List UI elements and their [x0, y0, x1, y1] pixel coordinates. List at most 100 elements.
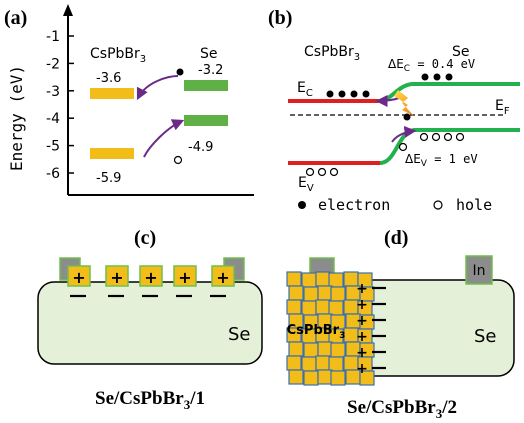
panel-a-label: (a) — [4, 7, 27, 29]
hole — [431, 132, 441, 142]
plus-sign: + — [356, 345, 368, 361]
electrode-d-right — [465, 255, 493, 285]
crystal-cell — [288, 285, 304, 301]
se-cb-value: -3.2 — [198, 63, 223, 78]
electron — [433, 73, 441, 81]
hole — [443, 132, 453, 142]
electron — [445, 73, 453, 81]
plus-sign: + — [356, 313, 368, 329]
crystal-grid-d — [286, 271, 375, 386]
hole-flow-arrow — [391, 125, 417, 143]
y-tick-label: -2 — [46, 56, 60, 72]
crystal-cell — [317, 341, 333, 357]
plus-sign: + — [110, 268, 123, 287]
y-axis-arrow-icon — [63, 4, 73, 16]
crystal-cell — [286, 299, 302, 315]
y-tick-label: -5 — [46, 139, 60, 155]
caption-c: Se/CsPbBr3/1 — [95, 388, 205, 412]
crystal-label-d: CsPbBr3 — [287, 323, 346, 341]
hole — [398, 142, 408, 152]
crystal-cell — [328, 356, 344, 372]
plus-sign: + — [216, 268, 229, 287]
electron-transfer-arrow — [136, 75, 179, 101]
hole-transfer-arrow — [143, 119, 185, 158]
crystal-cell — [328, 300, 344, 316]
plus-sign: + — [356, 297, 368, 313]
cspbbr3-vb-band — [90, 148, 134, 159]
crystal-cell — [288, 341, 304, 357]
legend-electron-icon — [298, 201, 306, 209]
panel-d-label: (d) — [384, 227, 408, 249]
crystal-cell — [359, 370, 375, 386]
crystal-cell — [303, 342, 319, 358]
crystal — [105, 265, 129, 287]
ec-electrons — [326, 73, 453, 121]
light-flash-icon — [394, 90, 414, 116]
panel-c: (c) Se + + + + + Se/CsPbBr3/1 — [37, 227, 263, 412]
se-vb-value: -4.9 — [188, 140, 213, 155]
electron — [350, 90, 358, 98]
material-2-label: Se — [200, 46, 218, 62]
ev-label: EV — [298, 175, 314, 194]
legend-hole-icon — [433, 200, 443, 210]
panel-b-label: (b) — [268, 7, 292, 29]
delta-ev-label: ΔEV = 1 eV — [405, 152, 478, 169]
crystal-cell — [286, 355, 302, 371]
plus-sign: + — [356, 361, 368, 377]
material-1-label-b: CsPbBr3 — [304, 44, 360, 63]
legend-hole-label: hole — [456, 196, 492, 214]
y-tick-label: -3 — [46, 84, 60, 100]
legend-electron-label: electron — [318, 196, 390, 214]
y-tick-label: -4 — [46, 111, 60, 127]
ec-label: EC — [297, 80, 313, 99]
crystal-cell — [315, 299, 331, 315]
crystal — [211, 265, 235, 287]
hole — [317, 167, 327, 177]
se-cb-band — [184, 80, 228, 91]
plus-sign: + — [178, 268, 191, 287]
material-1-label: CsPbBr3 — [90, 46, 146, 65]
crystal-cell — [301, 300, 317, 316]
plus-sign: + — [72, 268, 85, 287]
crystal-cell — [330, 286, 346, 302]
y-tick-label: -6 — [46, 166, 60, 182]
y-ticks: -1-2-3-4-5-6 — [46, 29, 74, 182]
crystal-cell — [317, 369, 333, 385]
electron — [362, 90, 370, 98]
hole — [329, 167, 339, 177]
panel-d: (d) Se In CsPbBr3 ++++++ Se/CsPbBr3/2 — [286, 227, 515, 421]
crystal-cell — [315, 355, 331, 371]
crystal-cell — [301, 356, 317, 372]
panel-a: (a) -1-2-3-4-5-6 Energy (eV) CsPbBr3 Se … — [4, 4, 254, 196]
cspbbr3-cb-value: -3.6 — [96, 71, 121, 86]
crystal-cell — [317, 285, 333, 301]
plus-sign: + — [144, 268, 157, 287]
panel-c-label: (c) — [134, 227, 156, 249]
substrate-d-label: Se — [474, 326, 497, 347]
caption-d: Se/CsPbBr3/2 — [347, 397, 457, 421]
electron — [421, 73, 429, 81]
electron-marker — [176, 68, 184, 76]
hole — [305, 167, 315, 177]
ef-label: EF — [495, 98, 510, 117]
crystal — [67, 265, 91, 287]
crystal-cell — [286, 271, 302, 287]
holes — [305, 132, 465, 177]
crystal-cell — [288, 369, 304, 385]
delta-ec-label: ΔEC = 0.4 eV — [388, 57, 475, 74]
crystals-c — [67, 265, 235, 287]
electron — [338, 90, 346, 98]
electrode-label: In — [472, 263, 485, 279]
crystal-cell — [330, 342, 346, 358]
se-substrate-c — [37, 281, 263, 365]
crystal-cell — [301, 272, 317, 288]
interface-charges-d: ++++++ — [356, 281, 386, 377]
material-2-label-b: Se — [452, 44, 470, 60]
plus-sign: + — [356, 329, 368, 345]
hole — [419, 132, 429, 142]
crystal-cell — [303, 370, 319, 386]
crystal-cell — [328, 272, 344, 288]
plus-sign: + — [356, 281, 368, 297]
